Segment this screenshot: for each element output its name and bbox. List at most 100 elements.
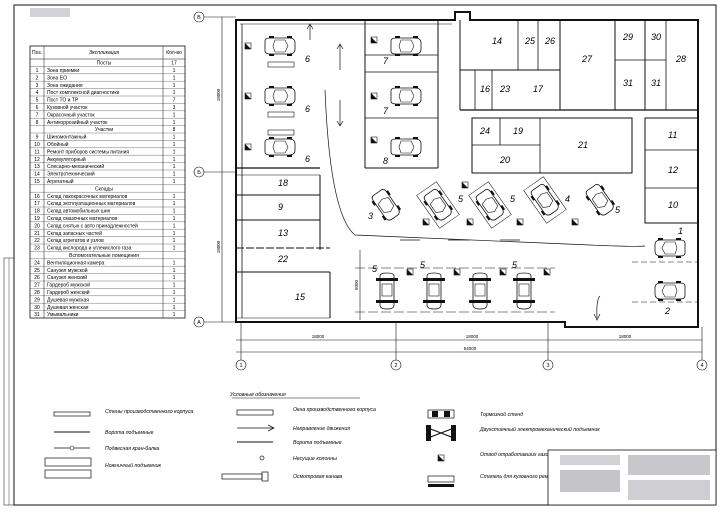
explication-pos: 3 [36,83,39,89]
post-label: 3 [368,211,373,221]
explication-qty: 1 [173,90,176,96]
dimension-label: 18000 [466,334,479,339]
explication-name: Зона ЕО [47,75,67,81]
room-label: 25 [524,36,536,46]
explication-pos: 4 [36,90,39,96]
explication-name: Обойный [47,141,69,148]
room-label: 15 [295,292,306,302]
room-label: 6 [305,104,310,114]
explication-name: Склад смазочных материалов [47,216,118,222]
explication-qty: 1 [173,268,176,274]
explication-pos: 17 [34,201,40,207]
explication-name: Гардероб мужской [47,282,90,289]
explication-pos: 15 [34,179,40,185]
explication-pos: 6 [36,105,39,111]
axis-label: 1 [239,363,242,369]
col-pos-header: Поз. [32,50,42,56]
explication-pos: 16 [34,194,40,200]
maintenance-posts [375,268,551,310]
room-label: 23 [499,84,510,94]
explication-pos: 1 [36,68,39,74]
explication-pos: 13 [34,164,40,170]
explication-pos: 31 [34,312,40,318]
post-label: 4 [565,194,570,204]
explication-qty: 1 [173,75,176,81]
room-label: 30 [651,32,661,42]
legend: Условные обозначения Стены производствен… [44,392,600,487]
explication-name: Гардероб женский [47,289,90,296]
explication-name: Шиномонтажный [47,134,87,141]
room-label: 26 [544,36,555,46]
room-label: 31 [623,78,633,88]
explication-qty: 1 [173,179,176,185]
explication-qty: 7 [173,98,176,104]
legend-item: Тормозной стенд [480,411,523,418]
explication-pos: 26 [34,275,40,281]
legend-item: Осмотровая канава [293,474,342,480]
explication-qty: 1 [173,135,176,141]
post-label: 5 [615,205,621,215]
dimension-label: 18000 [216,240,221,253]
explication-qty: 1 [173,172,176,178]
explication-name: Душевая мужская [47,297,89,303]
explication-pos: 10 [34,142,40,148]
explication-pos: 27 [34,283,40,289]
legend-item: Окна производственного корпуса [293,407,376,413]
dimension-label: 18000 [619,334,632,339]
room-label: 7 [383,56,389,66]
post-label: 5 [512,260,518,270]
explication-title: Экспликация [89,50,119,56]
diagnostic-posts [368,176,618,229]
room-labels: 6 6 6 7 7 8 18 9 13 22 15 14 25 26 27 29… [277,32,686,316]
title-block-stamp [30,8,717,506]
explication-qty: 1 [173,275,176,281]
explication-qty: 1 [173,149,176,155]
explication-qty: 1 [173,246,176,252]
explication-name: Антикоррозийный участок [47,119,108,126]
explication-name: Зона приемки [47,68,79,74]
post-label: 5 [420,260,426,270]
explication-pos: 25 [34,268,40,274]
explication-pos: 8 [36,120,39,126]
room-label: 21 [577,140,588,150]
room-label: 24 [479,126,490,136]
room-label: 2 [664,306,670,316]
reception-posts [654,237,686,302]
explication-name: Окрасочный участок [47,111,95,118]
explication-qty: 1 [173,194,176,200]
legend-item: Отвод отработавших газов [480,452,551,458]
room-label: 11 [668,130,677,140]
room-label: 13 [278,228,288,238]
explication-pos: 7 [36,112,39,118]
axis-labels: В Б А 1 2 3 4 [197,15,703,369]
explication-pos: 20 [34,223,40,229]
room-label: 29 [622,32,633,42]
post-label: 5 [372,264,378,274]
explication-pos: 28 [34,290,40,296]
traffic-arrows [306,23,646,321]
explication-name: Посты [97,61,112,67]
explication-pos: 18 [34,209,40,215]
explication-pos: 14 [34,172,40,178]
room-label: 7 [383,106,389,116]
room-label: 14 [492,36,502,46]
dimension-label: 6000 [354,279,359,290]
explication-name: Умывальники [47,312,79,318]
explication-qty: 8 [173,127,176,133]
room-label: 31 [651,78,661,88]
room-label: 10 [668,200,678,210]
explication-pos: 12 [34,157,40,163]
explication-name: Душевая женская [47,305,89,311]
explication-qty: 3 [173,105,176,111]
explication-name: Зона ожидания [47,83,83,89]
explication-qty: 1 [173,297,176,303]
explication-name: Санузел мужской [47,267,88,274]
legend-item: Ножничный подъемник [105,462,161,469]
room-label: 27 [581,54,593,64]
explication-name: Вспомогательные помещения [69,253,139,259]
legend-item: Стапель для кузовного ремонта [480,474,561,480]
explication-pos: 9 [36,135,39,141]
